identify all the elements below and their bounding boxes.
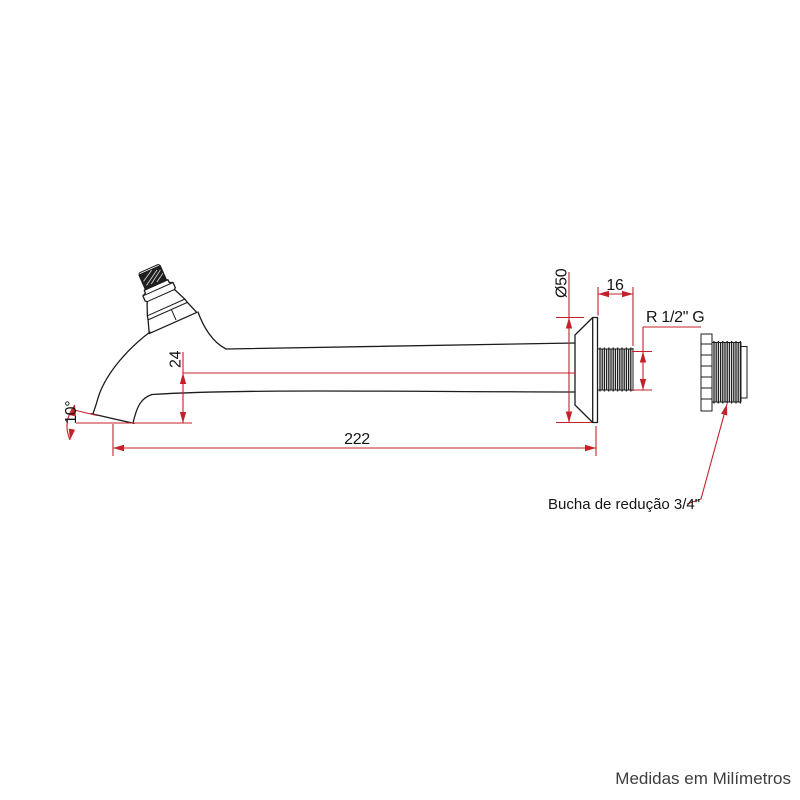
dimension-flange-diameter: Ø50 [554, 268, 592, 424]
dim-label-outlet-height: 24 [168, 350, 185, 368]
dim-label-thread-length: 16 [606, 277, 624, 294]
reduction-bushing [700, 333, 748, 412]
dim-label-thread-spec: R 1/2" G [646, 309, 704, 326]
dimension-thread-length: 16 [597, 277, 634, 346]
dimension-thread-spec: R 1/2" G [632, 309, 705, 391]
wall-flange [574, 316, 599, 424]
dim-label-diameter: Ø50 [554, 268, 571, 298]
bushing-leader: Bucha de redução 3/4" [548, 403, 731, 513]
dim-label-outlet-angle: 10° [63, 401, 80, 424]
dimension-outlet-angle: 10° [63, 401, 98, 441]
units-note: Medidas em Milímetros [615, 769, 791, 788]
bushing-note-label: Bucha de redução 3/4" [548, 496, 700, 513]
dimension-spout-length: 222 [112, 424, 597, 456]
faucet-body-outline [90, 311, 576, 425]
valve-head [138, 263, 198, 335]
dim-label-spout-length: 222 [344, 431, 370, 448]
threaded-nipple [597, 347, 634, 392]
dimension-outlet-height: 24 [76, 350, 575, 424]
